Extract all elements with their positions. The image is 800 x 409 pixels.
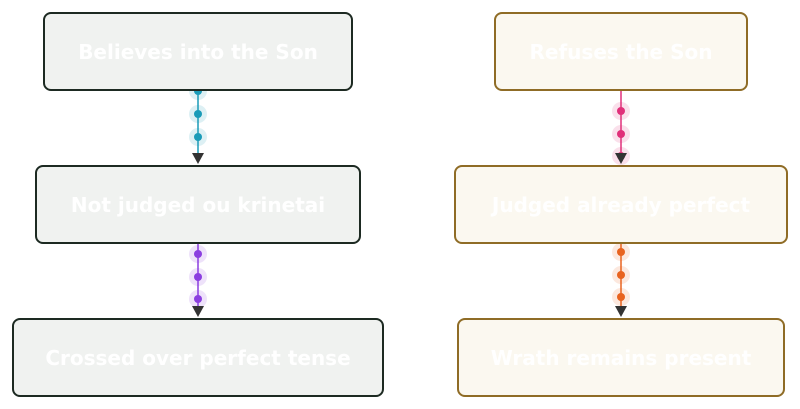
node-judged-already: Judged already perfect xyxy=(454,165,788,244)
arrowhead xyxy=(615,153,627,164)
node-not-judged: Not judged ou krinetai xyxy=(35,165,361,244)
edge-refuses-to-judged-already xyxy=(612,91,630,165)
node-label: Not judged ou krinetai xyxy=(70,192,326,217)
node-wrath-remains: Wrath remains present xyxy=(457,318,785,397)
node-crossed-over: Crossed over perfect tense xyxy=(12,318,384,397)
arrowhead xyxy=(192,306,204,317)
node-label: Wrath remains present xyxy=(490,345,752,370)
node-label: Crossed over perfect tense xyxy=(45,345,351,370)
edge-believes-to-not-judged xyxy=(189,82,207,164)
node-label: Believes into the Son xyxy=(78,39,318,64)
edge-judged-already-to-wrath xyxy=(612,243,630,317)
node-refuses-the-son: Refuses the Son xyxy=(494,12,748,91)
node-label: Judged already perfect xyxy=(491,192,751,217)
edge-not-judged-to-crossed-over xyxy=(189,244,207,317)
arrowhead xyxy=(192,153,204,164)
arrowhead xyxy=(615,306,627,317)
node-believes-into-the-son: Believes into the Son xyxy=(43,12,353,91)
node-label: Refuses the Son xyxy=(529,39,713,64)
